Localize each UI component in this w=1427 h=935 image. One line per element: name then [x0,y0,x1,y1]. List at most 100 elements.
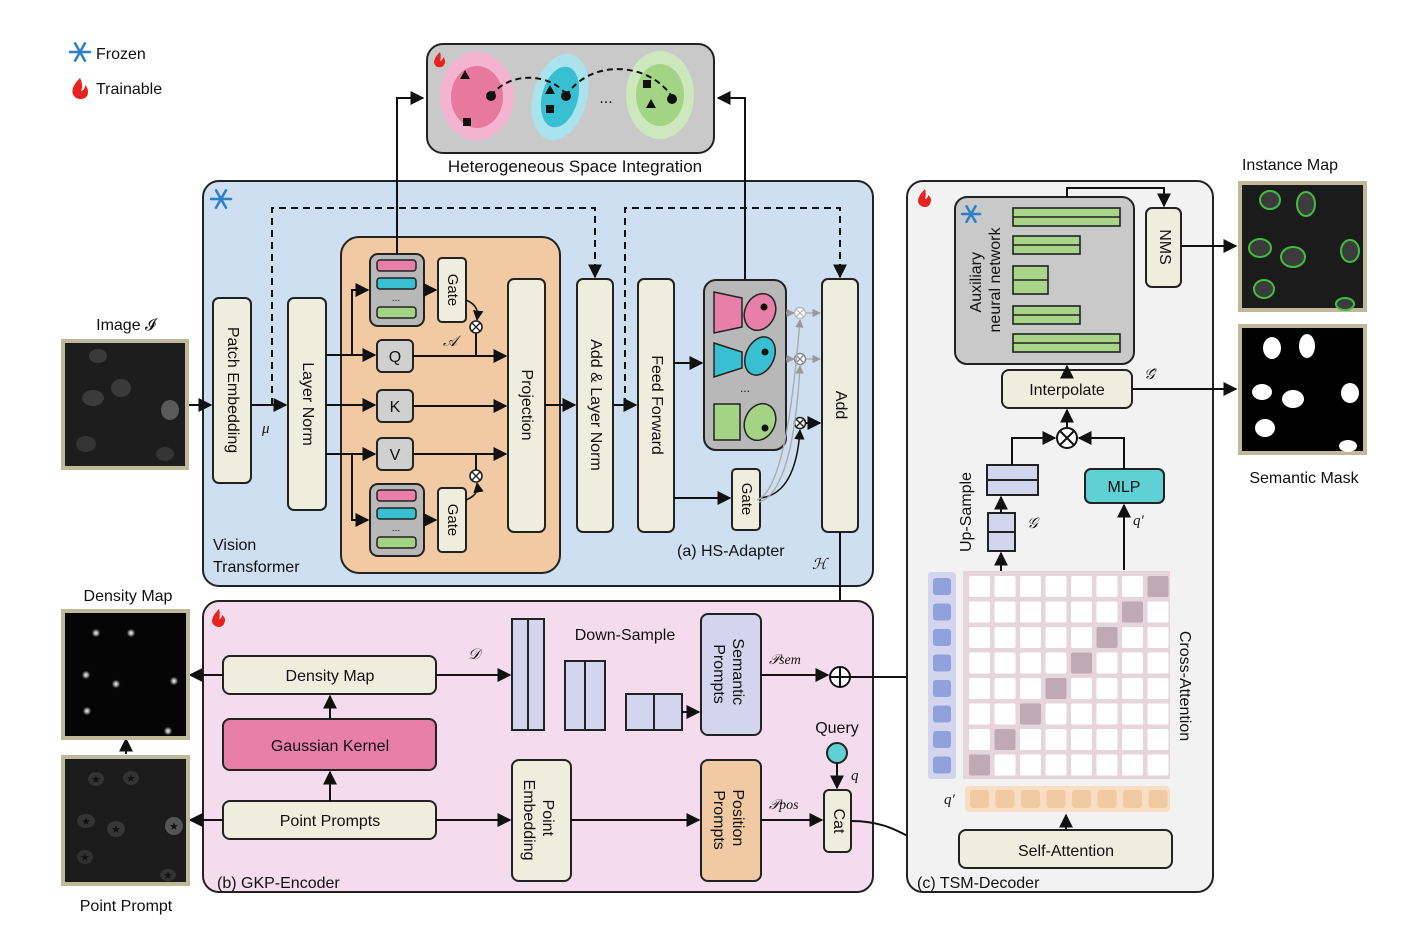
feed-forward-block [637,278,675,533]
attention-cell [1020,703,1041,725]
attention-cell [1122,754,1143,776]
q-prime-token [1021,790,1040,808]
q-prime-token [1148,790,1168,808]
attention-cell [1122,576,1143,597]
query-q-label: q [851,768,859,784]
attention-cell [1020,678,1041,699]
legend-trainable-label: Trainable [96,81,162,98]
svg-text:...: ... [392,293,400,304]
attention-cell [1045,729,1067,750]
query-token [933,603,951,621]
legend-frozen-label: Frozen [96,46,146,63]
query-token [933,629,951,646]
attention-cell [1045,576,1067,597]
semantic-prompts-line1: Semantic [729,638,746,705]
point-embedding-line1: Point [539,800,556,837]
attention-cell [969,678,990,699]
flame-icon [918,189,932,207]
query-row [970,790,1168,808]
up-sample-label: Up-Sample [958,472,975,552]
attention-cell [1045,754,1067,776]
attention-cell [994,703,1016,725]
attention-cell [994,627,1016,648]
vision-transformer-panel: Vision Transformer (a) HS-Adapter ℋ Patc… [202,180,874,587]
gaussian-kernel-label: Gaussian Kernel [271,738,389,755]
adapter-ellipsis: ... [740,381,750,395]
aux-line2: neural network [987,227,1004,333]
q-prime-token [1046,790,1066,808]
attention-cell [1020,652,1041,674]
q-prime-token [995,790,1015,808]
snowflake-icon [68,42,92,62]
attention-cell [969,601,990,623]
projection-label: Projection [518,369,535,440]
q-prime-lower: q′ [944,792,956,808]
query-token [933,680,951,697]
attention-cell [1122,729,1143,750]
svg-text:★: ★ [80,852,90,864]
q-prime-token [1097,790,1117,808]
tsm-decoder-panel: (c) TSM-Decoder Auxiliary neural network… [906,180,1214,893]
svg-text:★: ★ [91,774,101,786]
snowflake-icon [209,189,233,209]
semantic-mask-title: Semantic Mask [1249,470,1359,487]
attention-grid [969,576,1169,776]
add-layer-norm-label: Add & Layer Norm [587,339,604,471]
mlp-label: MLP [1108,479,1141,496]
vit-label-line1: Vision [213,537,256,554]
density-map-image: Density Map [61,588,190,740]
d-symbol: 𝒟 [468,647,483,663]
image-label: Image 𝓘 [96,317,158,334]
attention-cell [1147,601,1169,623]
attention-cell [1045,601,1067,623]
attention-cell [969,652,990,674]
feed-forward-label: Feed Forward [648,355,665,455]
attention-cell [1096,627,1118,648]
gate-label-bottom: Gate [444,504,461,537]
svg-text:...: ... [392,523,400,534]
attention-cell [1147,627,1169,648]
adapter-gate-label: Gate [738,483,755,516]
hsi-title: Heterogeneous Space Integration [448,157,702,176]
svg-text:Semantic Prompts: Semantic Prompts [710,638,746,709]
layer-norm-label: Layer Norm [299,362,316,446]
point-embedding-line2: Embedding [520,780,537,861]
attention-cell [1071,576,1092,597]
position-prompts-line2: Prompts [710,790,727,850]
query-token [933,731,951,748]
semantic-mask-image: Semantic Mask [1238,324,1367,487]
cross-attention-label: Cross-Attention [1176,631,1193,741]
g-hat-symbol: 𝒢̂ [1144,367,1157,383]
flame-icon [212,609,226,627]
attention-cell [1096,678,1118,699]
query-label: Query [815,720,859,737]
p-sem-label: 𝒫sem [769,653,801,668]
position-prompts-line1: Position [729,789,746,846]
flame-icon [434,52,446,68]
semantic-prompts-line2: Prompts [710,644,727,704]
attention-cell [969,627,990,648]
vit-label-line2: Transformer [213,559,300,576]
attention-cell [1071,703,1092,725]
gkp-label: (b) GKP-Encoder [217,875,340,892]
attention-cell [1096,601,1118,623]
gkp-encoder-panel: (b) GKP-Encoder Density Map Gaussian Ker… [202,600,874,893]
aux-line1: Auxiliary [968,252,985,312]
attention-cell [1071,627,1092,648]
cluster-ellipsis: ... [599,90,612,107]
attention-cell [1071,754,1092,776]
h-symbol: ℋ [812,557,829,573]
attention-cell [1147,703,1169,725]
attention-cell [1122,678,1143,699]
input-image: Image 𝓘 [61,317,189,470]
attention-cell [1045,678,1067,699]
attention-cell [1096,576,1118,597]
density-map-title: Density Map [84,588,173,605]
g-symbol: 𝒢 [1027,516,1040,532]
attention-cell [1147,729,1169,750]
query-token [933,578,951,595]
k-label: K [390,399,401,416]
query-column [933,578,951,774]
p-pos-label: 𝒫pos [769,798,799,813]
